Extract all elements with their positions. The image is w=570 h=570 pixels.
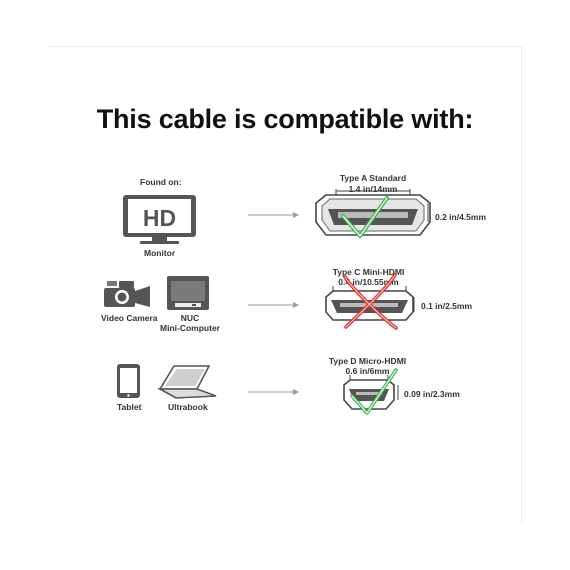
found-on-label: Found on: bbox=[140, 177, 182, 187]
connector-type-c-width: 0.4 in/10.55mm bbox=[338, 277, 399, 287]
connector-type-d-icon bbox=[343, 375, 399, 410]
connector-type-d-width: 0.6 in/6mm bbox=[345, 366, 390, 376]
connector-type-c-name: Type C Mini-HDMI bbox=[332, 267, 405, 277]
connector-type-d-height: 0.09 in/2.3mm bbox=[404, 389, 460, 399]
device-label-ultrabook: Ultrabook bbox=[168, 402, 208, 412]
connector-type-a-width: 1.4 in/14mm bbox=[348, 184, 398, 194]
mini-computer-icon bbox=[167, 276, 209, 310]
cross-mark-type-c bbox=[343, 273, 398, 330]
arrow-row-2 bbox=[248, 302, 299, 308]
connector-type-c-height: 0.1 in/2.5mm bbox=[421, 301, 473, 311]
monitor-hd-icon: HD bbox=[123, 195, 196, 244]
arrow-row-1 bbox=[248, 212, 299, 218]
connector-type-a-height: 0.2 in/4.5mm bbox=[435, 212, 487, 222]
connector-type-a-icon bbox=[315, 189, 431, 236]
arrow-row-3 bbox=[248, 389, 299, 395]
tablet-icon bbox=[117, 364, 140, 398]
device-label-nuc-line1: NUC bbox=[180, 313, 200, 323]
video-camera-icon bbox=[104, 281, 150, 307]
device-label-monitor: Monitor bbox=[144, 248, 176, 258]
frame-right-border bbox=[521, 46, 522, 524]
device-label-video-camera: Video Camera bbox=[101, 313, 158, 323]
page-title: This cable is compatible with: bbox=[96, 104, 474, 134]
device-label-nuc-line2: Mini-Computer bbox=[160, 323, 220, 333]
monitor-screen-text: HD bbox=[143, 205, 176, 231]
device-label-tablet: Tablet bbox=[117, 402, 142, 412]
connector-type-a-name: Type A Standard bbox=[339, 173, 407, 183]
connector-type-d-name: Type D Micro-HDMI bbox=[328, 356, 407, 366]
frame-top-border bbox=[48, 46, 523, 47]
ultrabook-icon bbox=[156, 365, 217, 399]
